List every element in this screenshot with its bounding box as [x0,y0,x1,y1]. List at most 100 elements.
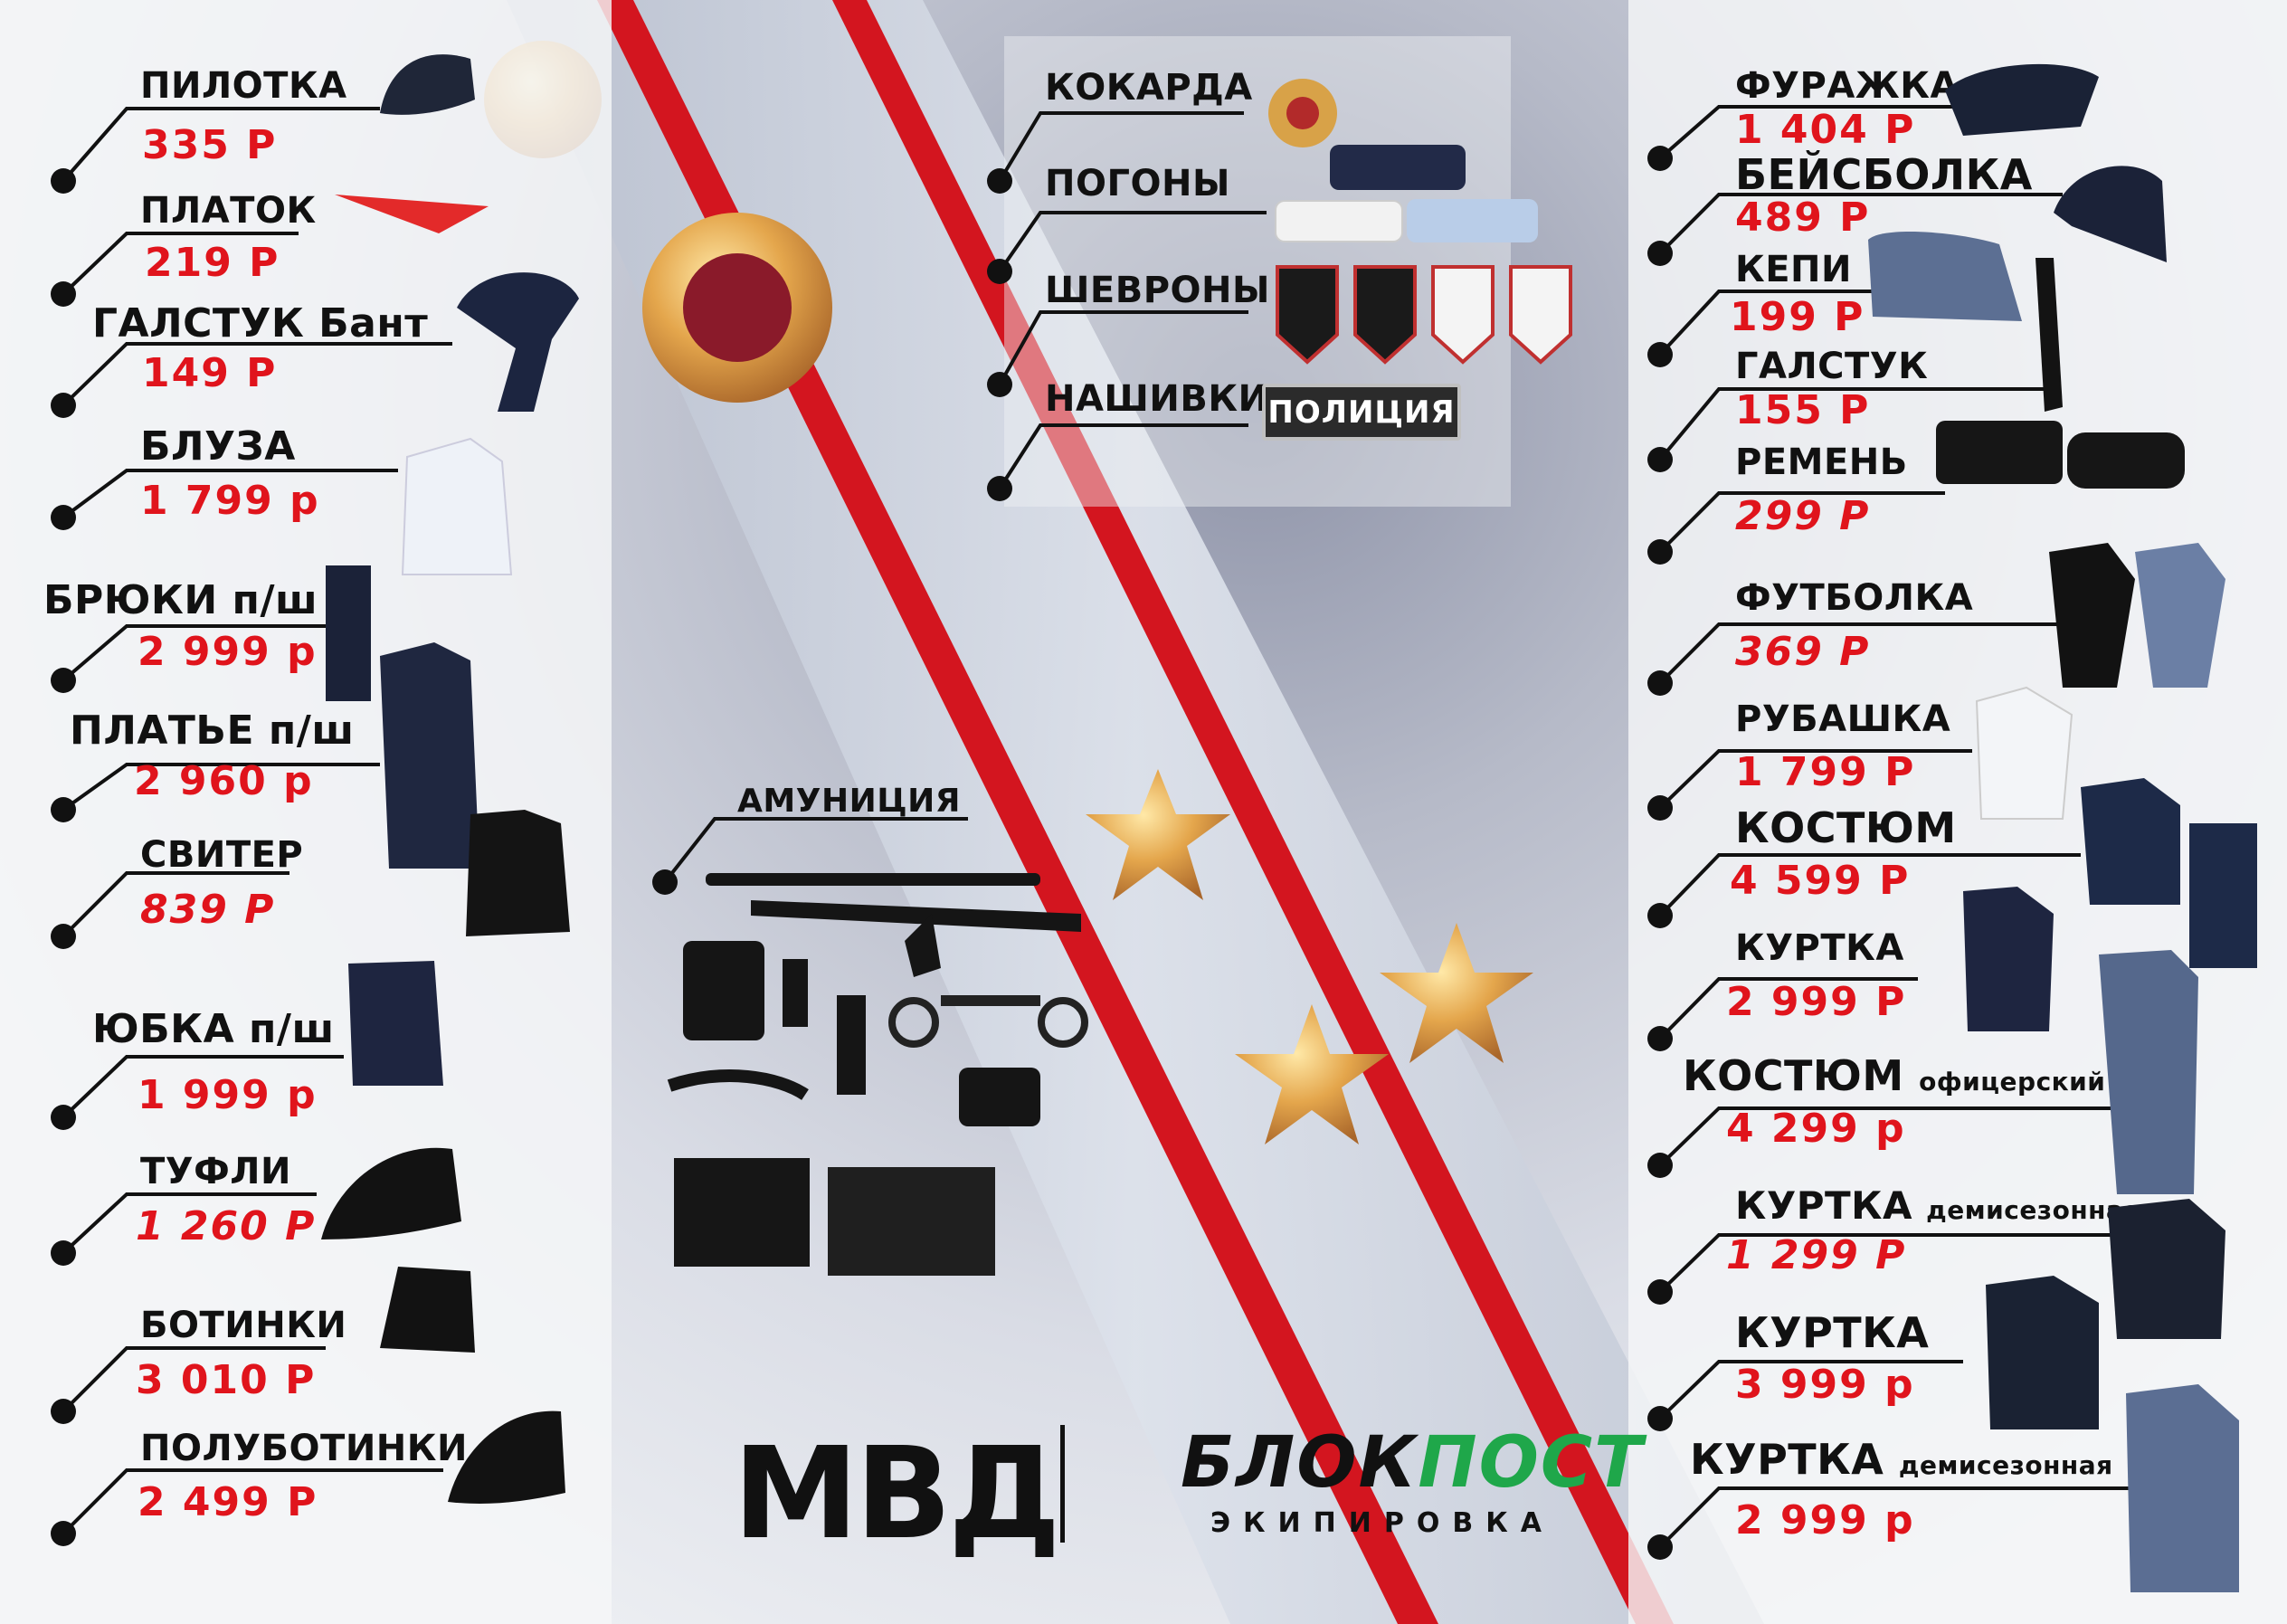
bullet-dot [1647,539,1673,565]
left-item-price: 1 260 Р [136,1203,317,1249]
holster-image [683,941,764,1040]
boots-image [380,1267,475,1353]
left-item-price: 1 799 р [140,478,320,524]
logo-separator [1060,1425,1065,1543]
bullet-dot [1647,146,1673,171]
left-item-price: 1 999 р [138,1072,318,1118]
police-patch: ПОЛИЦИЯ [1262,384,1461,441]
left-item-label: ПОЛУБОТИНКИ [140,1428,468,1469]
shoes-image [321,1147,461,1239]
left-item-price: 2 960 р [134,758,314,804]
baton-image [706,873,1040,886]
middle-item-label: ШЕВРОНЫ [1045,270,1270,311]
right-item-label: КОСТЮМ [1735,803,1957,852]
bullet-dot [652,869,678,895]
bullet-dot [51,924,76,949]
right-item-price: 2 999 Р [1726,979,1907,1025]
skirt-image [348,961,443,1086]
bullet-dot [1647,1153,1673,1178]
middle-item-label: КОКАРДА [1045,67,1253,109]
bow-tie-image [457,272,579,412]
blokpost-logo: БЛОКПОСТ [1181,1422,1644,1504]
left-item-label: БОТИНКИ [140,1305,347,1346]
camo-jacket-image [2126,1384,2239,1592]
bullet-dot [1647,447,1673,472]
bullet-dot [51,393,76,418]
right-item-price: 155 Р [1735,387,1871,433]
left-item-price: 2 999 р [138,629,318,675]
left-item-price: 3 010 Р [136,1357,317,1403]
bag-image [674,1158,810,1267]
baseball-cap-image [2054,166,2167,262]
right-item-label: РЕМЕНЬ [1735,442,1908,483]
middle-item-label: ПОГОНЫ [1045,163,1230,204]
bullet-dot [51,1521,76,1546]
left-item-label: ГАЛСТУК Бант [92,300,429,347]
right-item-suffix: демисезонная [1898,1450,2113,1480]
bullet-dot [987,259,1012,284]
right-item-suffix: офицерский [1919,1067,2106,1097]
left-item-price: 335 Р [142,122,278,168]
left-item-label: ПЛАТЬЕ п/ш [70,708,355,754]
right-item-price: 4 599 Р [1730,858,1911,904]
right-item-label: ФУРАЖКА [1735,65,1959,107]
sweater-image [466,810,570,936]
right-item-price: 1 404 Р [1735,107,1916,153]
jacket-image [1963,887,2054,1031]
kepi-image [1868,231,2022,321]
left-item-label: ПЛАТОК [140,190,317,232]
officer-costume-image [2099,950,2198,1194]
shirt-image [1975,686,2073,820]
bullet-dot [51,797,76,822]
right-item-label: КЕПИ [1735,249,1852,290]
bullet-dot [1647,1534,1673,1560]
right-item-label: ФУТБОЛКА [1735,577,1974,619]
bullet-dot [987,168,1012,194]
furazhka-image [1945,63,2099,136]
right-item-price: 299 Р [1735,493,1871,539]
bullet-dot [987,476,1012,501]
left-item-price: 219 Р [145,240,280,286]
right-item-label: КОСТЮМ офицерский [1683,1051,2105,1100]
right-item-price: 3 999 р [1735,1362,1915,1408]
blouse-image [401,437,513,575]
bullet-dot [1647,1026,1673,1051]
platok-image [335,195,489,233]
bullet-dot [1647,342,1673,367]
right-item-price: 2 999 р [1735,1497,1915,1543]
right-item-price: 489 Р [1735,195,1871,241]
bullet-dot [51,281,76,307]
bullet-dot [1647,1279,1673,1305]
trousers-image [326,565,371,701]
right-item-price: 199 Р [1730,294,1865,340]
right-item-label: КУРТКА [1735,927,1904,969]
handcuffs-image [888,997,939,1048]
bullet-dot [1647,1406,1673,1431]
belt-image [1936,421,2063,484]
left-item-price: 839 Р [140,887,276,933]
brand-part-a: БЛОК [1181,1422,1419,1504]
right-item-suffix: демисезонная [1926,1195,2140,1225]
demi-jacket-image [2108,1199,2225,1339]
right-item-price: 369 Р [1735,629,1871,675]
bullet-dot [1647,795,1673,821]
pogony-image [1330,145,1466,190]
left-item-label: СВИТЕР [140,834,304,876]
right-item-price: 1 299 Р [1726,1232,1907,1278]
bullet-dot [51,668,76,693]
pilotka-image [380,54,475,115]
left-item-price: 149 Р [142,350,278,396]
bullet-dot [51,1105,76,1130]
bullet-dot [51,168,76,194]
right-item-name: КУРТКА [1690,1435,1884,1484]
necktie-image [2036,258,2063,412]
low-boots-image [448,1410,565,1504]
right-item-label: БЕЙСБОЛКА [1735,150,2033,199]
bullet-dot [51,1399,76,1424]
brand-tagline: ЭКИПИРОВКА [1210,1507,1554,1539]
left-item-label: БЛУЗА [140,423,296,470]
chevron-image [1276,265,1339,365]
right-item-name: КУРТКА [1735,1183,1912,1228]
